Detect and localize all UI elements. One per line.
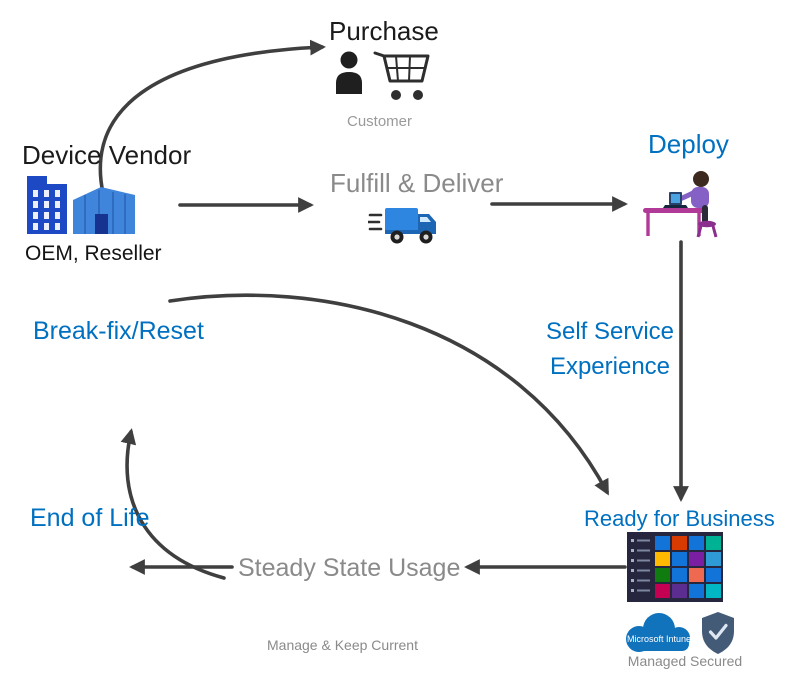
- desk-icon: [643, 208, 705, 236]
- break-fix-label: Break-fix/Reset: [33, 317, 204, 345]
- managed-secured-label: Managed Secured: [627, 653, 743, 669]
- security-shield-icon: [702, 612, 734, 654]
- deploy-label: Deploy: [648, 129, 729, 159]
- manage-keep-current-label: Manage & Keep Current: [267, 637, 418, 653]
- purchase-label: Purchase: [329, 16, 439, 46]
- person-icon: [336, 51, 362, 94]
- deploy-person-desk-icon: [643, 171, 718, 238]
- ready-for-business-label: Ready for Business: [584, 506, 775, 531]
- self-service-line2: Experience: [549, 353, 671, 380]
- person-body: [691, 187, 709, 208]
- oem-reseller-label: OEM, Reseller: [25, 242, 162, 265]
- self-service-label: Self Service Experience: [543, 314, 677, 384]
- arrow-vendor-to-purchase: [98, 39, 326, 195]
- intune-cloud-label: Microsoft Intune: [627, 634, 691, 644]
- factory-icon: [73, 187, 135, 234]
- city-building-icon: [27, 176, 67, 234]
- device-vendor-label: Device Vendor: [22, 140, 192, 170]
- end-of-life-label: End of Life: [30, 504, 150, 532]
- self-service-line1: Self Service: [545, 318, 675, 345]
- shopping-cart-icon: [373, 51, 430, 100]
- steady-state-label: Steady State Usage: [238, 554, 461, 582]
- oem-buildings-icon: [27, 176, 135, 234]
- speed-lines: [368, 213, 383, 231]
- intune-cloud-icon: Microsoft Intune: [626, 613, 691, 652]
- person-head: [693, 171, 709, 187]
- windows-start-screen-icon: [627, 532, 723, 602]
- start-tiles: [655, 536, 721, 598]
- stool-icon: [696, 220, 718, 238]
- delivery-truck-icon: [368, 208, 436, 244]
- customer-icon: [336, 51, 430, 100]
- customer-label: Customer: [347, 113, 413, 130]
- fulfill-deliver-label: Fulfill & Deliver: [330, 168, 504, 198]
- arrow-breakfix-to-ready: [168, 293, 609, 496]
- app-list: [631, 539, 650, 592]
- laptop-icon: [663, 192, 688, 208]
